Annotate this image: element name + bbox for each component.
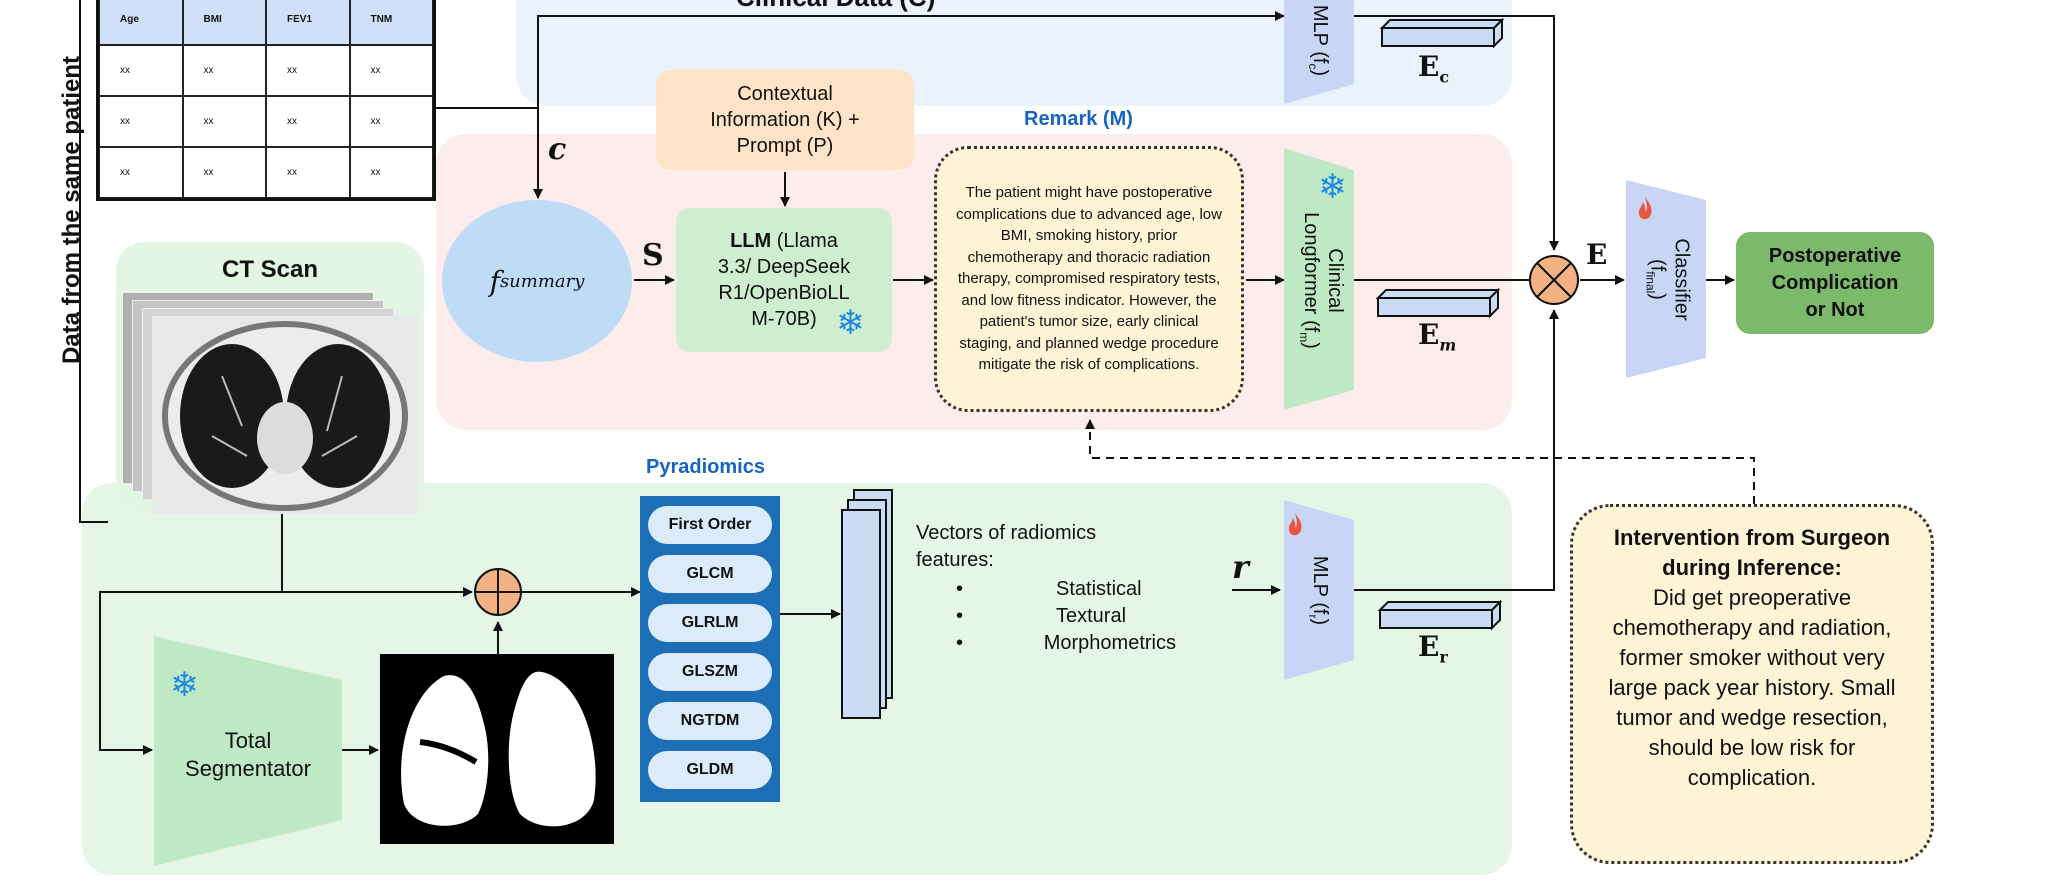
vectors-description: Vectors of radiomics features: •Statisti… — [916, 520, 1176, 657]
pyradiomics-item: GLRLM — [648, 604, 772, 642]
vector-item: Morphometrics — [1043, 632, 1176, 654]
pyradiomics-title: Pyradiomics — [646, 456, 765, 478]
vectors-title: Vectors of radiomics features: — [916, 522, 1097, 571]
remark-title: Remark (M) — [1024, 108, 1133, 130]
total-segmentator-label: Total Segmentator — [185, 728, 311, 781]
table-cell: xx — [99, 45, 183, 96]
table-cell: xx — [266, 147, 350, 198]
em-label: Em — [1418, 318, 1457, 355]
snowflake-icon: ❄ — [836, 303, 865, 343]
r-label: r — [1232, 548, 1249, 586]
clinical-data-title: Clinical Data (C) — [736, 0, 935, 13]
table-header: BMI — [182, 0, 266, 45]
pyradiomics-item: NGTDM — [648, 702, 772, 740]
table-header: FEV1 — [266, 0, 350, 45]
lung-mask-image — [380, 654, 614, 844]
side-label: Data from the same patient — [58, 55, 85, 365]
table-cell: xx — [349, 147, 433, 198]
table-cell: xx — [99, 96, 183, 147]
flame-icon — [1638, 197, 1652, 220]
flame-icon — [1288, 513, 1302, 536]
intervention-title: Intervention from Surgeon during Inferen… — [1613, 525, 1891, 580]
ct-scan-image — [122, 292, 418, 514]
pyradiomics-item: GLSZM — [648, 653, 772, 691]
vector-item: Textural — [1056, 605, 1127, 627]
intervention-text: Did get preoperative chemotherapy and ra… — [1608, 585, 1896, 790]
contextual-info-box: Contextual Information (K) + Prompt (P) — [656, 70, 914, 170]
table-cell: xx — [349, 96, 433, 147]
table-cell: xx — [182, 96, 266, 147]
vector-item: Statistical — [1056, 578, 1142, 600]
table-cell: xx — [349, 45, 433, 96]
ct-scan-title: CT Scan — [222, 256, 319, 283]
pyradiomics-item: GLCM — [648, 555, 772, 593]
llm-box: LLM (Llama 3.3/ DeepSeek R1/OpenBioLL M-… — [676, 208, 892, 352]
snowflake-icon: ❄ — [1318, 167, 1347, 207]
c-label: c — [548, 132, 567, 167]
table-header: TNM — [349, 0, 433, 45]
table-cell: xx — [266, 96, 350, 147]
ec-label: Ec — [1418, 50, 1450, 87]
output-box: Postoperative Complication or Not — [1736, 232, 1934, 334]
pyradiomics-item: First Order — [648, 506, 772, 544]
mlp-c-label: MLP (fc) — [1306, 4, 1332, 76]
pyradiomics-item: GLDM — [648, 751, 772, 789]
table-cell: xx — [266, 45, 350, 96]
remark-box: The patient might have postoperative com… — [934, 146, 1244, 412]
s-label: S — [642, 238, 664, 273]
e-label: E — [1586, 238, 1608, 271]
intervention-box: Intervention from Surgeon during Inferen… — [1570, 504, 1934, 864]
er-label: Er — [1418, 630, 1448, 667]
table-cell: xx — [182, 45, 266, 96]
table-cell: xx — [182, 147, 266, 198]
clinical-data-table: Age BMI FEV1 TNM xx xx xx xx xx xx xx xx… — [96, 0, 436, 201]
table-header: Age — [99, 0, 183, 45]
table-cell: xx — [99, 147, 183, 198]
snowflake-icon: ❄ — [170, 665, 199, 705]
